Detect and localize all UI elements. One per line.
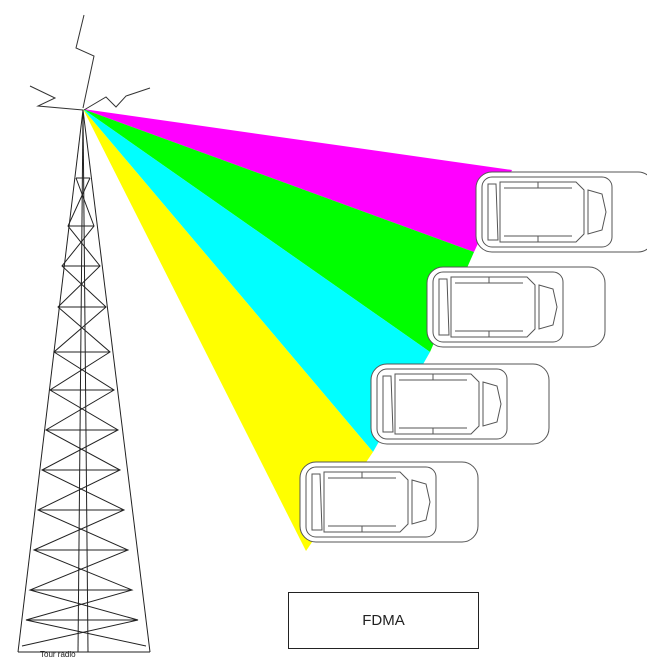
fdma-label: FDMA xyxy=(362,612,405,629)
tower-caption: Tour radio xyxy=(40,650,76,659)
signal-zigzag-icon xyxy=(29,14,151,111)
fdma-label-box: FDMA xyxy=(288,592,479,649)
frequency-beams xyxy=(83,109,512,551)
radio-tower-icon xyxy=(17,109,151,653)
beam-green xyxy=(83,109,474,352)
beam-yellow xyxy=(83,109,373,551)
car-icon xyxy=(426,266,606,348)
beam-cyan xyxy=(83,109,430,452)
beam-magenta xyxy=(83,109,512,252)
car-icon xyxy=(475,171,647,253)
car-icon xyxy=(370,363,550,445)
car-icon xyxy=(299,461,479,543)
